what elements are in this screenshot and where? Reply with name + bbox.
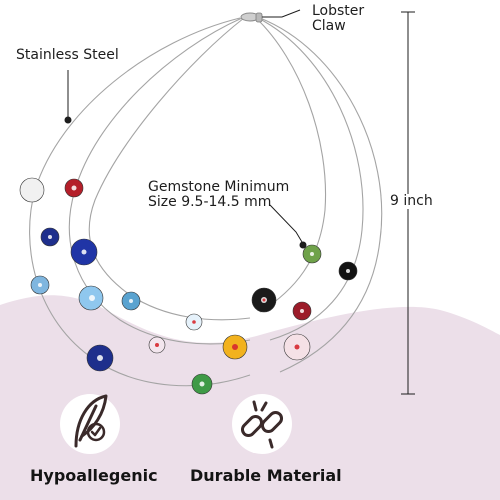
wire-strand-inner-left [88, 17, 251, 321]
steel-label: Stainless Steel [16, 47, 119, 63]
steel-leader-dot [64, 116, 72, 124]
wire-strand-middle-right [257, 17, 364, 341]
necklace-wires [29, 17, 383, 387]
gemstone-label-line1: Gemstone Minimum [148, 179, 290, 195]
chain-link-icon [232, 394, 292, 454]
gemstone-leader-dot [299, 241, 307, 249]
lobster-claw-clasp [240, 12, 263, 23]
length-label: 9 inch [388, 193, 435, 210]
clasp-label: Lobster Claw [312, 3, 365, 35]
gemstone-label-line2: Size 9.5-14.5 mm [148, 194, 272, 211]
wire-strand-inner-right [255, 17, 327, 313]
gemstone-label: Gemstone Minimum Size 9.5-14.5 mm [148, 179, 290, 211]
bead [19, 177, 45, 203]
clasp-leader-line [262, 9, 301, 18]
feature-label-durable-material: Durable Material [190, 466, 342, 485]
feather-check-icon [60, 394, 120, 454]
clasp-label-line2: Claw [312, 18, 346, 35]
bead-accent-dots [155, 298, 300, 350]
wire-strand-outer-right [259, 17, 383, 373]
wire-strand-outer-left [29, 17, 251, 387]
clasp-label-line1: Lobster [312, 3, 365, 19]
feature-label-hypoallergenic: Hypoallegenic [30, 466, 158, 485]
gemstone-leader-line [269, 204, 303, 243]
wire-strand-middle-left [68, 17, 251, 345]
